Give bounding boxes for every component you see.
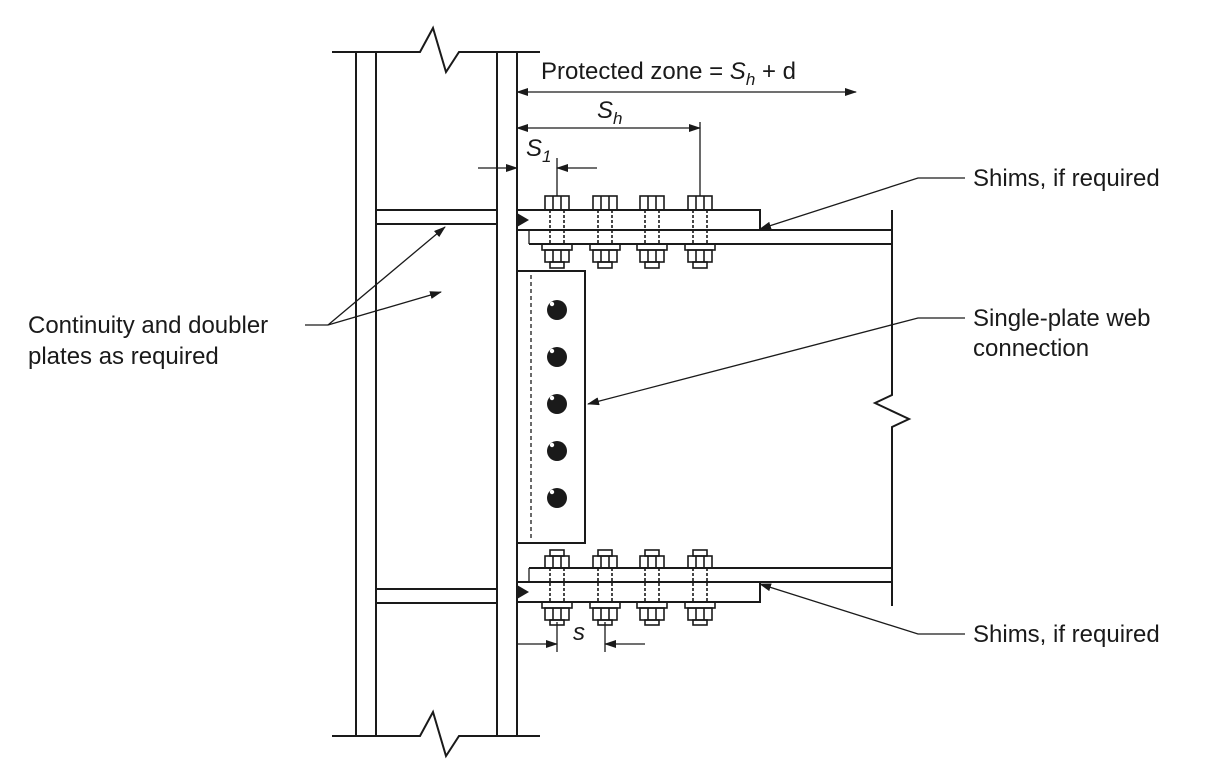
continuity-plate-top xyxy=(376,209,497,225)
column-break-top xyxy=(332,25,540,75)
flange-bolt xyxy=(684,195,716,269)
column xyxy=(332,25,540,759)
sh-label: Sh xyxy=(597,97,622,128)
dimension-s xyxy=(517,622,645,652)
weld-bottom xyxy=(517,585,529,599)
flange-bolt xyxy=(684,549,716,626)
leader-shims-top xyxy=(759,177,965,230)
leader-shims-bottom xyxy=(759,583,965,635)
continuity-label-line1: Continuity and doubler xyxy=(28,312,268,339)
web-bolt xyxy=(547,441,567,461)
beam-break xyxy=(872,210,912,606)
bottom-flange-plate xyxy=(516,581,761,603)
dimension-sh xyxy=(516,122,701,196)
single-plate xyxy=(516,270,586,544)
protected-zone-label: Protected zone = Sh + d xyxy=(541,58,796,89)
single-plate-label-line2: connection xyxy=(973,335,1089,362)
single-plate-label-line1: Single-plate web xyxy=(973,305,1150,332)
top-flange-plate xyxy=(516,209,761,231)
continuity-plate-bottom xyxy=(376,588,497,604)
column-break-bottom xyxy=(332,709,540,759)
flange-bolt xyxy=(636,549,668,626)
dimension-s1 xyxy=(478,158,597,196)
weld-top xyxy=(517,213,529,227)
shims-top-label: Shims, if required xyxy=(973,165,1160,192)
web-bolt xyxy=(547,394,567,414)
continuity-label-line2: plates as required xyxy=(28,343,219,370)
shims-bottom-label: Shims, if required xyxy=(973,621,1160,648)
leader-continuity xyxy=(305,226,446,326)
flange-bolt xyxy=(589,195,621,269)
s1-label: S1 xyxy=(526,135,551,166)
flange-bolts xyxy=(541,195,716,626)
web-bolt xyxy=(547,300,567,320)
flange-bolt xyxy=(636,195,668,269)
flange-bolt xyxy=(541,549,573,626)
flange-bolt xyxy=(589,549,621,626)
s-spacing-label: s xyxy=(573,619,585,646)
web-bolts xyxy=(547,300,567,508)
leader-single-plate xyxy=(587,317,965,406)
web-bolt xyxy=(547,347,567,367)
web-bolt xyxy=(547,488,567,508)
flange-bolt xyxy=(541,195,573,269)
